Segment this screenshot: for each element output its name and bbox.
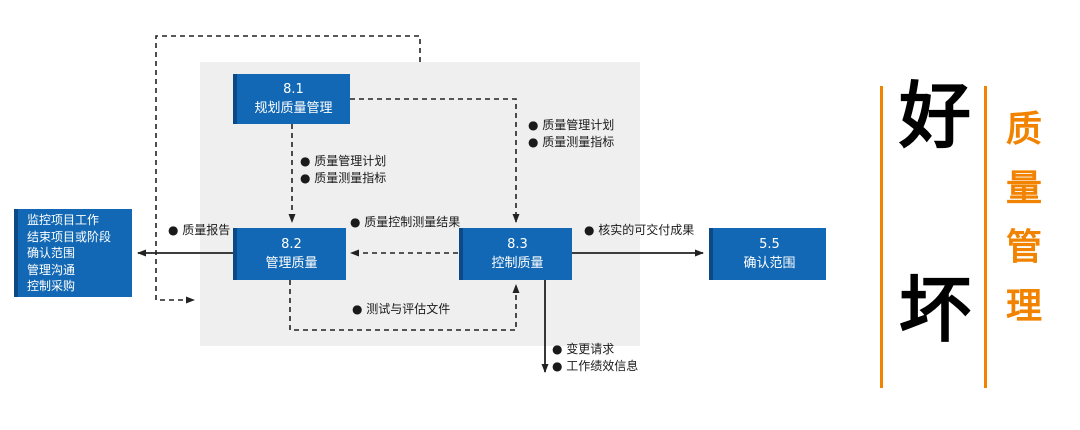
label-verified-deliverables: ● 核实的可交付成果 — [584, 222, 694, 239]
vertical-title-char: 质 — [1005, 109, 1042, 150]
external-process-line: 控制采购 — [27, 279, 76, 293]
orange-divider-left — [880, 86, 883, 388]
label-line: ● 变更请求 — [552, 342, 615, 356]
label-line: ● 核实的可交付成果 — [584, 223, 695, 237]
external-processes-box: 监控项目工作 结束项目或阶段 确认范围 管理沟通 控制采购 — [14, 209, 132, 297]
label-quality-report: ● 质量报告 — [168, 222, 230, 239]
process-id: 8.3 — [507, 236, 528, 252]
process-title: 管理质量 — [265, 256, 318, 271]
process-box-validate-scope: 5.5 确认范围 — [709, 228, 826, 280]
vertical-title-char: 量 — [1005, 168, 1042, 209]
external-process-line: 管理沟通 — [27, 262, 76, 277]
external-process-line: 监控项目工作 — [27, 213, 100, 227]
label-line: ● 测试与评估文件 — [352, 302, 451, 316]
external-process-line: 结束项目或阶段 — [27, 229, 112, 244]
process-box-plan-quality: 8.1 规划质量管理 — [233, 74, 350, 124]
vertical-title-quality-management: 质 量 管 理 — [1000, 112, 1048, 325]
process-title: 规划质量管理 — [254, 101, 333, 116]
label-control-to-manage: ● 质量控制测量结果 — [350, 214, 460, 231]
process-box-manage-quality: 8.2 管理质量 — [233, 228, 346, 280]
orange-divider-right — [984, 86, 987, 388]
label-line: ● 质量控制测量结果 — [350, 215, 461, 229]
label-plan-to-control: ● 质量管理计划 ● 质量测量指标 — [528, 117, 614, 151]
external-process-line: 确认范围 — [27, 246, 76, 260]
label-line: ● 质量测量指标 — [528, 135, 615, 149]
process-id: 8.2 — [281, 236, 302, 252]
label-line: ● 质量报告 — [168, 223, 231, 237]
vertical-title-char: 管 — [1005, 227, 1042, 268]
vertical-title-char: 理 — [1005, 286, 1042, 327]
process-title: 控制质量 — [491, 256, 544, 271]
label-manage-to-control: ● 测试与评估文件 — [352, 301, 450, 318]
label-line: ● 质量管理计划 — [528, 118, 615, 132]
process-box-control-quality: 8.3 控制质量 — [459, 228, 572, 280]
label-line: ● 质量管理计划 — [300, 154, 387, 168]
process-title: 确认范围 — [743, 256, 796, 271]
label-control-outputs: ● 变更请求 ● 工作绩效信息 — [552, 341, 638, 375]
label-line: ● 质量测量指标 — [300, 171, 387, 185]
process-id: 5.5 — [759, 236, 780, 252]
label-line: ● 工作绩效信息 — [552, 359, 639, 373]
bad-character: 坏 — [898, 267, 971, 352]
process-id: 8.1 — [283, 81, 304, 97]
good-character: 好 — [898, 73, 971, 158]
label-plan-to-manage: ● 质量管理计划 ● 质量测量指标 — [300, 153, 386, 187]
